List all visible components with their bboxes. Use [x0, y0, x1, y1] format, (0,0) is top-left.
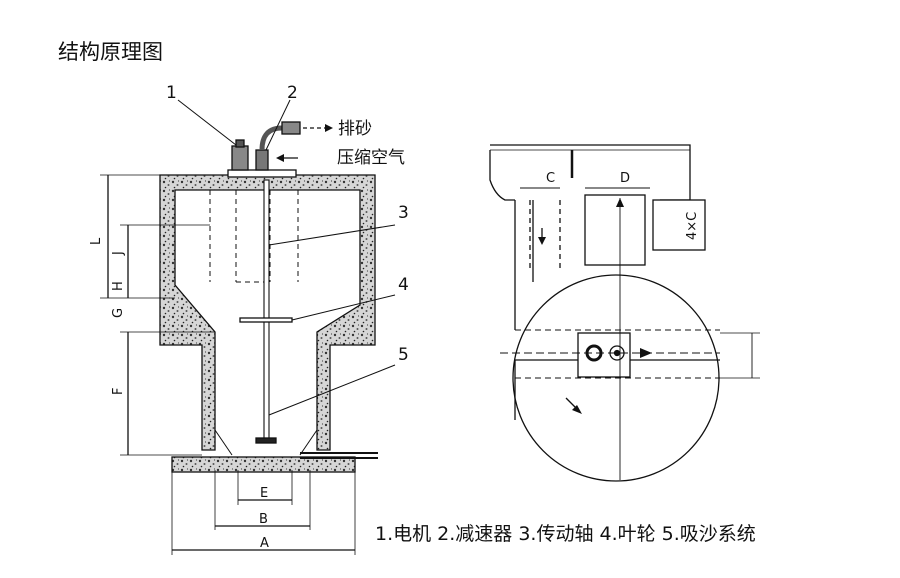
side-box — [652, 199, 706, 251]
dim-B: B — [259, 512, 268, 527]
compressed-air-label: 压缩空气 — [337, 148, 405, 168]
sand-discharge-label: 排砂 — [338, 119, 372, 139]
dim-4xC: 4×C — [685, 212, 700, 240]
callout-2: 2 — [287, 83, 298, 103]
dim-L: L — [89, 237, 104, 245]
callout-1: 1 — [166, 83, 177, 103]
reducer — [255, 149, 269, 171]
callout-5: 5 — [398, 345, 409, 365]
callout-3: 3 — [398, 203, 409, 223]
plan-view — [489, 144, 760, 482]
callout-4: 4 — [398, 275, 409, 295]
component-legend: 1.电机 2.减速器 3.传动轴 4.叶轮 5.吸沙系统 — [375, 523, 756, 545]
impeller — [239, 317, 293, 323]
dim-C: C — [546, 171, 555, 186]
dim-E: E — [260, 486, 268, 501]
tank-wall — [159, 174, 376, 451]
motor — [231, 145, 249, 171]
dim-G: G — [111, 308, 126, 318]
page-title: 结构原理图 — [58, 40, 163, 64]
drive-shaft — [263, 179, 270, 443]
dim-A: A — [260, 536, 269, 551]
base-slab — [171, 456, 356, 473]
dim-H: H — [111, 281, 126, 291]
dim-J: J — [111, 251, 126, 256]
cover-plate — [227, 169, 297, 178]
dim-F: F — [111, 388, 126, 395]
dim-D: D — [620, 171, 630, 186]
section-view — [100, 99, 396, 555]
